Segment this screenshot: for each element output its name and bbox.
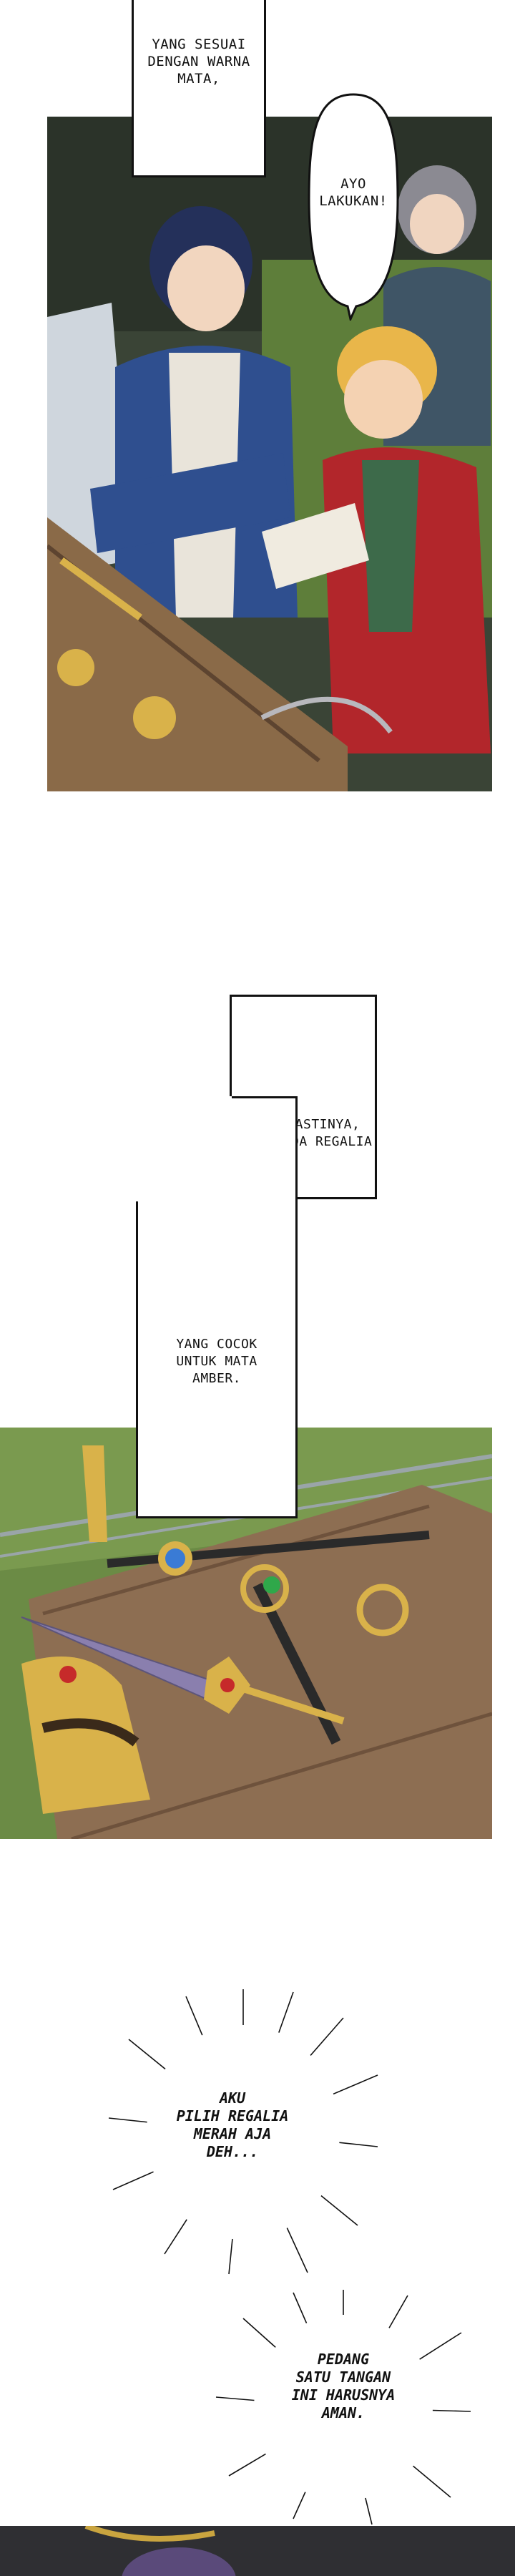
burst-bubble-sword-safe	[215, 2290, 471, 2525]
bottom-illustration	[0, 2526, 515, 2576]
speech-lets-go: AYO LAKUKAN!	[319, 176, 388, 209]
burst-bubble-choose-red	[108, 1989, 378, 2275]
narration-amber: YANG COCOK UNTUK MATA AMBER.	[176, 1337, 258, 1386]
students-illustration	[47, 117, 492, 791]
thought-choose-red: AKU PILIH REGALIA MERAH AJA DEH...	[176, 2089, 289, 2160]
thought-sword-safe: PEDANG SATU TANGAN INI HARUSNYA AMAN.	[291, 2351, 396, 2421]
speech-eye-color: YANG SESUAI DENGAN WARNA MATA,	[147, 36, 250, 87]
speech-bubble-lets-go	[308, 93, 399, 321]
narration-box-amber-notch	[136, 1096, 232, 1201]
speech-box-eye-color	[132, 0, 266, 177]
students-panel	[47, 117, 492, 791]
bottom-panel	[0, 2526, 515, 2576]
